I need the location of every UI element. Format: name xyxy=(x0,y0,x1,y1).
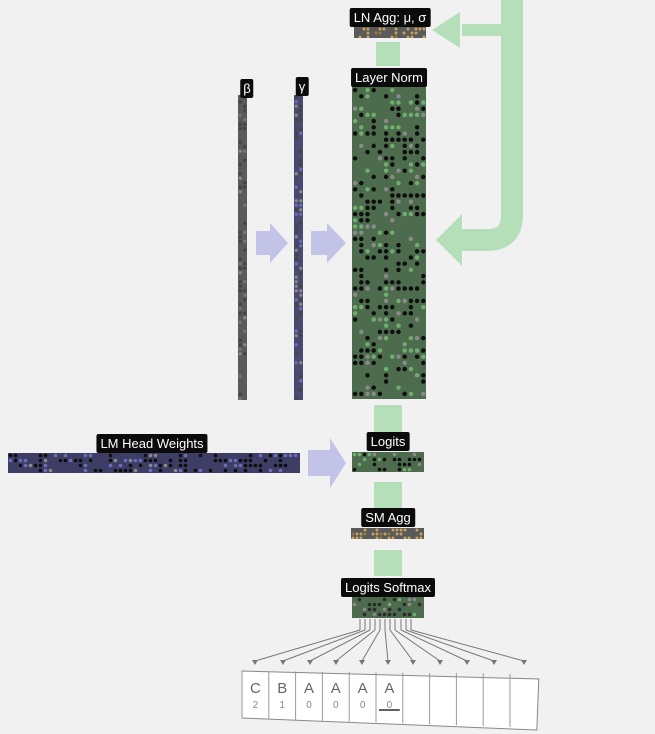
logits-matrix xyxy=(352,452,424,472)
fan-arrow-line xyxy=(309,629,371,662)
fan-arrowhead xyxy=(333,660,339,665)
fan-arrowhead xyxy=(521,660,527,665)
fan-arrow-line xyxy=(394,629,441,662)
fan-arrow-line xyxy=(282,629,366,662)
ln-agg-bar xyxy=(354,27,426,38)
fan-arrowhead xyxy=(464,660,470,665)
sm-agg-label: SM Agg xyxy=(361,508,415,527)
flow-logits-to-smagg xyxy=(374,482,402,508)
lm-head-weights-matrix xyxy=(8,453,300,473)
logits-softmax-matrix xyxy=(352,597,424,618)
residual-loop-arrowhead xyxy=(436,214,462,266)
logits-softmax-label: Logits Softmax xyxy=(341,578,435,597)
layer-norm-label: Layer Norm xyxy=(351,68,427,87)
gamma-vector xyxy=(294,95,303,400)
softmax-to-tokens-arrows xyxy=(252,619,527,665)
purple-arrow-gamma xyxy=(311,223,346,263)
fan-arrow-line xyxy=(335,629,376,662)
ln-agg-label: LN Agg: μ, σ xyxy=(349,8,431,27)
fan-arrowhead xyxy=(359,660,365,665)
purple-arrow-beta xyxy=(256,223,288,263)
fan-arrowhead xyxy=(437,660,443,665)
fan-arrow-line xyxy=(410,629,525,662)
gamma-label: γ xyxy=(295,77,309,96)
residual-loop-arrow xyxy=(460,0,523,251)
flow-norm-to-logits xyxy=(374,405,402,433)
fan-arrowhead xyxy=(491,660,497,665)
flow-smagg-to-softmax xyxy=(374,550,402,576)
fan-arrowhead xyxy=(252,660,258,665)
fan-arrowhead xyxy=(385,660,391,665)
fan-arrowhead xyxy=(410,660,416,665)
ln-agg-branch-arrowhead xyxy=(432,12,460,48)
layer-norm-matrix xyxy=(352,87,426,399)
purple-arrow-lm-head xyxy=(308,438,346,488)
fan-arrow-line xyxy=(405,629,495,662)
fan-arrow-line xyxy=(389,629,414,662)
beta-label: β xyxy=(240,79,254,98)
fan-arrow-line xyxy=(400,629,468,662)
fan-arrow-line xyxy=(361,629,381,662)
fan-arrow-line xyxy=(384,629,389,662)
fan-arrowhead xyxy=(307,660,313,665)
sm-agg-bar xyxy=(351,528,424,539)
beta-vector xyxy=(238,95,247,400)
logits-label: Logits xyxy=(366,432,410,451)
fan-arrowhead xyxy=(280,660,286,665)
flow-ln-agg-to-norm xyxy=(376,42,400,66)
lm-head-weights-label: LM Head Weights xyxy=(96,434,208,453)
fan-arrow-line xyxy=(254,629,361,662)
